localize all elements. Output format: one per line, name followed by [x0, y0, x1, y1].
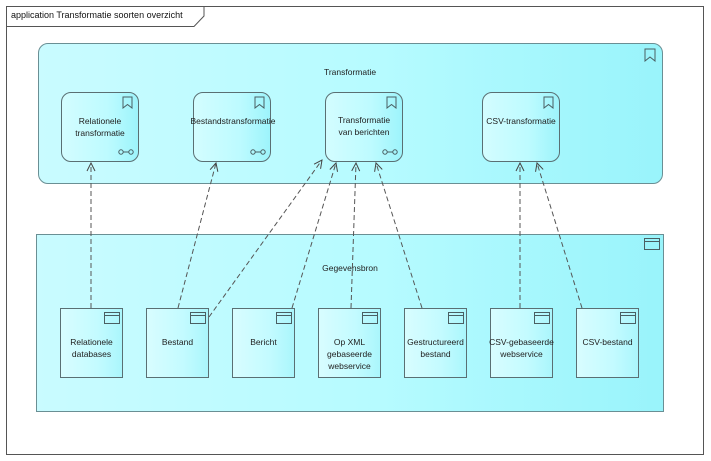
service-message-transformation-label: Transformatie van berichten [337, 115, 391, 137]
data-source-group-label: Gegevensbron [322, 263, 378, 273]
component-xml-webservice[interactable] [318, 308, 381, 378]
service-link-icon [250, 149, 266, 155]
component-structured-file-label: Gestructureerd bestand [407, 337, 464, 359]
service-csv-transformation-label: CSV-transformatie [486, 116, 556, 126]
service-csv-transformation[interactable] [482, 92, 560, 162]
component-csv-webservice-label: CSV-gebaseerde webservice [489, 337, 554, 359]
service-message-transformation[interactable] [325, 92, 403, 162]
component-message-label: Bericht [250, 337, 277, 347]
component-relational-databases[interactable] [60, 308, 123, 378]
window-icon [620, 312, 636, 324]
bookmark-icon [644, 48, 656, 62]
window-icon [276, 312, 292, 324]
window-icon [644, 238, 660, 250]
component-file-label: Bestand [161, 337, 194, 347]
diagram-title: application Transformatie soorten overzi… [11, 10, 183, 20]
window-icon [448, 312, 464, 324]
component-message[interactable] [232, 308, 295, 378]
window-icon [534, 312, 550, 324]
window-icon [190, 312, 206, 324]
window-icon [362, 312, 378, 324]
service-relational-transformation[interactable] [61, 92, 139, 162]
component-csv-file[interactable] [576, 308, 639, 378]
bookmark-icon [122, 96, 133, 109]
service-link-icon [118, 149, 134, 155]
service-file-transformation-label: Bestandstransformatie [190, 116, 276, 126]
component-xml-webservice-label: Op XML gebaseerde webservice [327, 337, 372, 371]
service-file-transformation[interactable] [193, 92, 271, 162]
component-structured-file[interactable] [404, 308, 467, 378]
component-relational-databases-label: Relationele databases [70, 337, 113, 359]
transformation-group-label: Transformatie [323, 67, 377, 77]
component-csv-file-label: CSV-bestand [582, 337, 633, 347]
bookmark-icon [386, 96, 397, 109]
window-icon [104, 312, 120, 324]
component-csv-webservice[interactable] [490, 308, 553, 378]
bookmark-icon [254, 96, 265, 109]
service-relational-transformation-label: Relationele transformatie [75, 116, 125, 138]
service-link-icon [382, 149, 398, 155]
bookmark-icon [543, 96, 554, 109]
component-file[interactable] [146, 308, 209, 378]
title-tab-outline [6, 6, 205, 27]
